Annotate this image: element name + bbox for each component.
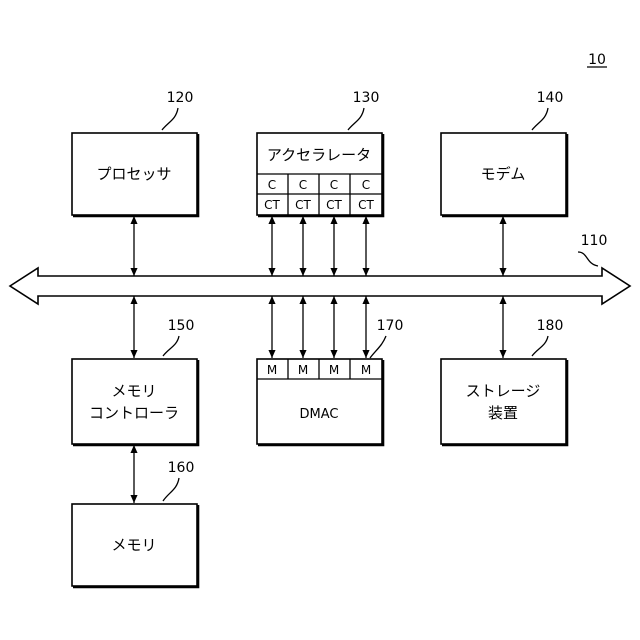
modem-block: モデム 140 — [441, 90, 567, 216]
accelerator-core-cell: C — [268, 178, 276, 192]
storage-box — [441, 359, 566, 444]
dmac-block: M M M M DMAC 170 — [257, 318, 403, 445]
memory-controller-block: メモリ コントローラ 150 — [72, 318, 198, 445]
dmac-ref: 170 — [377, 318, 404, 334]
system-bus: 110 — [10, 233, 630, 304]
memory-controller-label-line2: コントローラ — [89, 404, 179, 422]
bus-leader — [578, 252, 598, 266]
dmac-label: DMAC — [300, 407, 339, 422]
processor-leader — [162, 108, 178, 130]
modem-label: モデム — [481, 165, 526, 183]
accelerator-ct-cell: CT — [295, 198, 311, 212]
dmac-leader — [370, 336, 386, 358]
figure-reference: 10 — [587, 52, 607, 68]
storage-leader — [532, 336, 548, 356]
dmac-m-cell: M — [361, 363, 371, 377]
bus-arrow — [10, 268, 630, 304]
accelerator-ct-cell: CT — [326, 198, 342, 212]
memory-leader — [163, 478, 179, 501]
memory-controller-label-line1: メモリ — [111, 382, 156, 400]
accelerator-core-cell: C — [362, 178, 370, 192]
accelerator-ref: 130 — [353, 90, 380, 106]
modem-leader — [532, 108, 548, 130]
processor-block: プロセッサ 120 — [72, 90, 198, 216]
memory-block: メモリ 160 — [72, 460, 198, 587]
storage-label-line1: ストレージ — [466, 382, 541, 400]
storage-block: ストレージ 装置 180 — [441, 318, 567, 445]
storage-ref: 180 — [537, 318, 564, 334]
bus-ref: 110 — [581, 233, 608, 249]
dmac-m-cell: M — [267, 363, 277, 377]
processor-ref: 120 — [167, 90, 194, 106]
accelerator-label: アクセラレータ — [267, 146, 371, 164]
accelerator-core-cell: C — [299, 178, 307, 192]
memory-controller-box — [72, 359, 197, 444]
storage-label-line2: 装置 — [488, 404, 518, 422]
memory-controller-ref: 150 — [168, 318, 195, 334]
dmac-m-cell: M — [298, 363, 308, 377]
memory-controller-leader — [163, 336, 179, 356]
accelerator-block: アクセラレータ C C C C CT CT CT CT 130 — [257, 90, 383, 216]
accelerator-ct-cell: CT — [358, 198, 374, 212]
modem-ref: 140 — [537, 90, 564, 106]
memory-label: メモリ — [111, 536, 156, 554]
accelerator-core-cell: C — [330, 178, 338, 192]
figure-ref-label: 10 — [588, 52, 606, 68]
processor-label: プロセッサ — [96, 165, 171, 183]
accelerator-ct-cell: CT — [264, 198, 280, 212]
accelerator-leader — [348, 108, 364, 130]
memory-ref: 160 — [168, 460, 195, 476]
dmac-m-cell: M — [329, 363, 339, 377]
